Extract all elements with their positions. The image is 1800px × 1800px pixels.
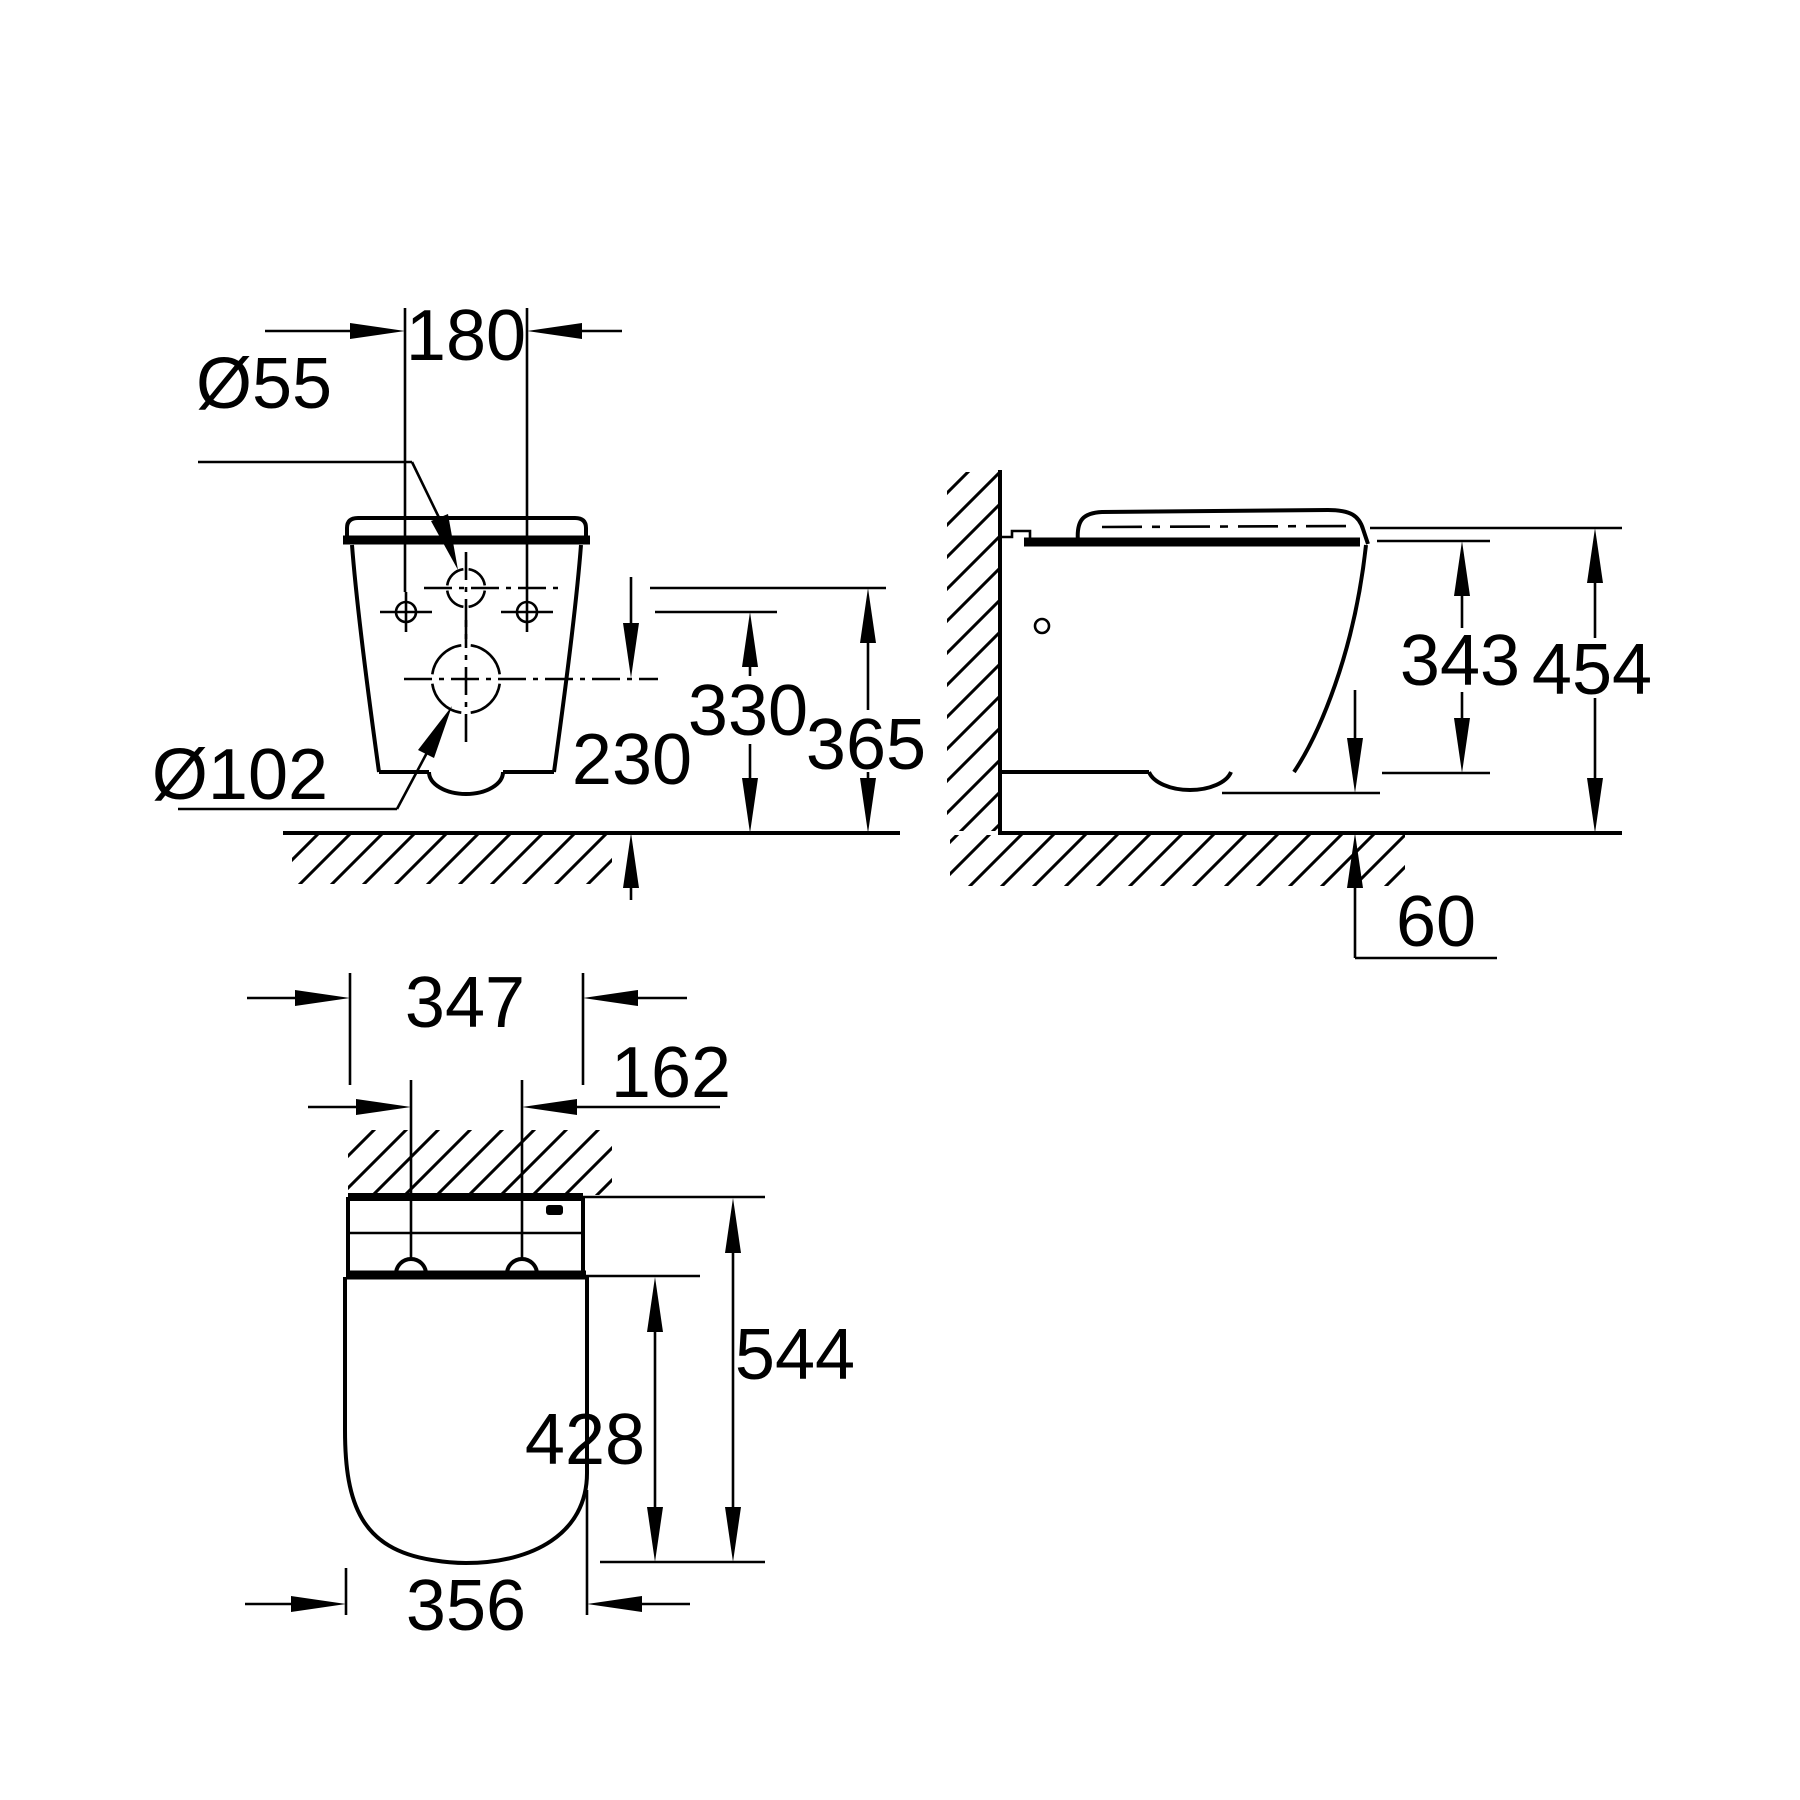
brand-logo-mark: [546, 1205, 563, 1215]
side-view: 343 454 60: [947, 470, 1652, 962]
inlet-arc-2: [445, 590, 464, 609]
outlet-arc-4: [470, 644, 501, 675]
front-leader-102: Ø102: [152, 706, 452, 815]
dim230-arrow-bottom: [623, 833, 639, 888]
side-dim-454: 454: [1532, 528, 1652, 833]
leader102-arrow: [418, 706, 452, 758]
dim454-arrow-bottom: [1587, 778, 1603, 833]
dim180-label: 180: [406, 296, 526, 376]
dim162-arrow-right: [522, 1099, 577, 1115]
side-seat-profile: [1075, 507, 1370, 545]
front-leader-55: Ø55: [196, 344, 458, 570]
plan-dim-544: 544: [725, 1198, 855, 1562]
plan-wall-hatch: [348, 1130, 612, 1195]
front-bowl-outline: [350, 544, 583, 796]
plan-dim-162: 162: [308, 1033, 731, 1115]
dim60-label: 60: [1396, 882, 1476, 962]
leader102-diag: [395, 746, 432, 810]
dim343-arrow-top: [1454, 541, 1470, 596]
dim343-label: 343: [1400, 621, 1520, 701]
side-front-face: [1292, 544, 1368, 774]
dim347-label: 347: [405, 963, 525, 1043]
side-wall-hatch: [947, 472, 999, 831]
front-reference-lines: [650, 586, 886, 614]
dim60-arrow-bottom: [1347, 833, 1363, 888]
side-seat-seam: [1101, 524, 1353, 529]
plan-reference-lines: [586, 1274, 765, 1564]
dim356-arrow-left: [291, 1596, 346, 1612]
front-inlet-hole-55: [424, 552, 560, 644]
dim162-arrow-left: [356, 1099, 411, 1115]
plan-mounting-box: [346, 1080, 586, 1280]
leader55-arrow: [431, 514, 458, 570]
dim347-arrow-left: [295, 990, 350, 1006]
plan-dim-428: 428: [525, 1277, 663, 1562]
side-seat-outline: [1075, 507, 1370, 545]
dim162-label: 162: [611, 1033, 731, 1113]
dia102-label: Ø102: [152, 735, 328, 815]
dim428-arrow-bottom: [647, 1507, 663, 1562]
side-reference-lines: [1370, 526, 1622, 775]
plan-wall: [348, 1130, 765, 1201]
plan-bowl-outline: [343, 1277, 589, 1566]
inlet-arc-4: [468, 567, 487, 586]
dim356-label: 356: [406, 1566, 526, 1646]
front-view: 180 Ø55 Ø102 230: [152, 296, 926, 900]
front-floor: [283, 831, 900, 884]
dim330-arrow-top: [742, 612, 758, 667]
dim330-arrow-bottom: [742, 778, 758, 833]
front-dim-180: 180: [265, 296, 622, 592]
plan-view: 347 162 428 544: [245, 963, 855, 1646]
dim544-arrow-bottom: [725, 1507, 741, 1562]
inlet-arc-3: [445, 567, 464, 586]
side-fixing-hole: [1033, 617, 1051, 635]
outlet-arc-3: [431, 644, 462, 675]
dim180-arrow-right: [527, 323, 582, 339]
inlet-arc-1: [468, 590, 487, 609]
front-dim-230: 230: [572, 577, 692, 900]
dim454-arrow-top: [1587, 528, 1603, 583]
front-outlet-hole-102: [404, 620, 658, 744]
dim544-label: 544: [735, 1315, 855, 1395]
dim330-label: 330: [688, 671, 808, 751]
outlet-arc-1: [470, 683, 501, 714]
front-seat-top: [345, 516, 588, 543]
front-dim-330: 330: [688, 612, 808, 833]
side-bowl-outline: [1000, 529, 1380, 795]
side-floor-hatch: [950, 835, 1405, 886]
dim347-arrow-right: [583, 990, 638, 1006]
dim365-arrow-top: [860, 588, 876, 643]
plan-dim-347: 347: [247, 963, 687, 1085]
side-floor: [950, 831, 1622, 886]
dim544-arrow-top: [725, 1198, 741, 1253]
side-dim-343: 343: [1400, 541, 1520, 773]
plan-dim-356: 356: [245, 1490, 690, 1646]
side-dim-60: 60: [1347, 690, 1497, 962]
side-drain-bulge: [1147, 771, 1233, 793]
dia55-label: Ø55: [196, 344, 332, 424]
front-fixing-hole-left: [380, 592, 432, 632]
dim454-label: 454: [1532, 630, 1652, 710]
outlet-arc-2: [431, 683, 462, 714]
dim230-arrow-top: [623, 623, 639, 678]
dim180-arrow-left: [350, 323, 405, 339]
dim230-label: 230: [572, 720, 692, 800]
dim428-label: 428: [525, 1400, 645, 1480]
dim365-arrow-bottom: [860, 778, 876, 833]
front-drain-bulge: [427, 771, 505, 796]
dim60-arrow-top: [1347, 738, 1363, 793]
dim365-label: 365: [806, 705, 926, 785]
front-bowl-right-side: [552, 544, 583, 773]
front-floor-hatch: [292, 835, 612, 884]
dim343-arrow-bottom: [1454, 718, 1470, 773]
side-rear-notch: [1000, 529, 1032, 542]
dim428-arrow-top: [647, 1277, 663, 1332]
front-dim-365: 365: [806, 588, 926, 833]
front-fixing-hole-right: [501, 592, 553, 632]
side-wall: [947, 470, 1002, 833]
front-bowl-left-side: [350, 544, 381, 773]
front-seat-outline: [343, 516, 590, 545]
dim356-arrow-right: [587, 1596, 642, 1612]
